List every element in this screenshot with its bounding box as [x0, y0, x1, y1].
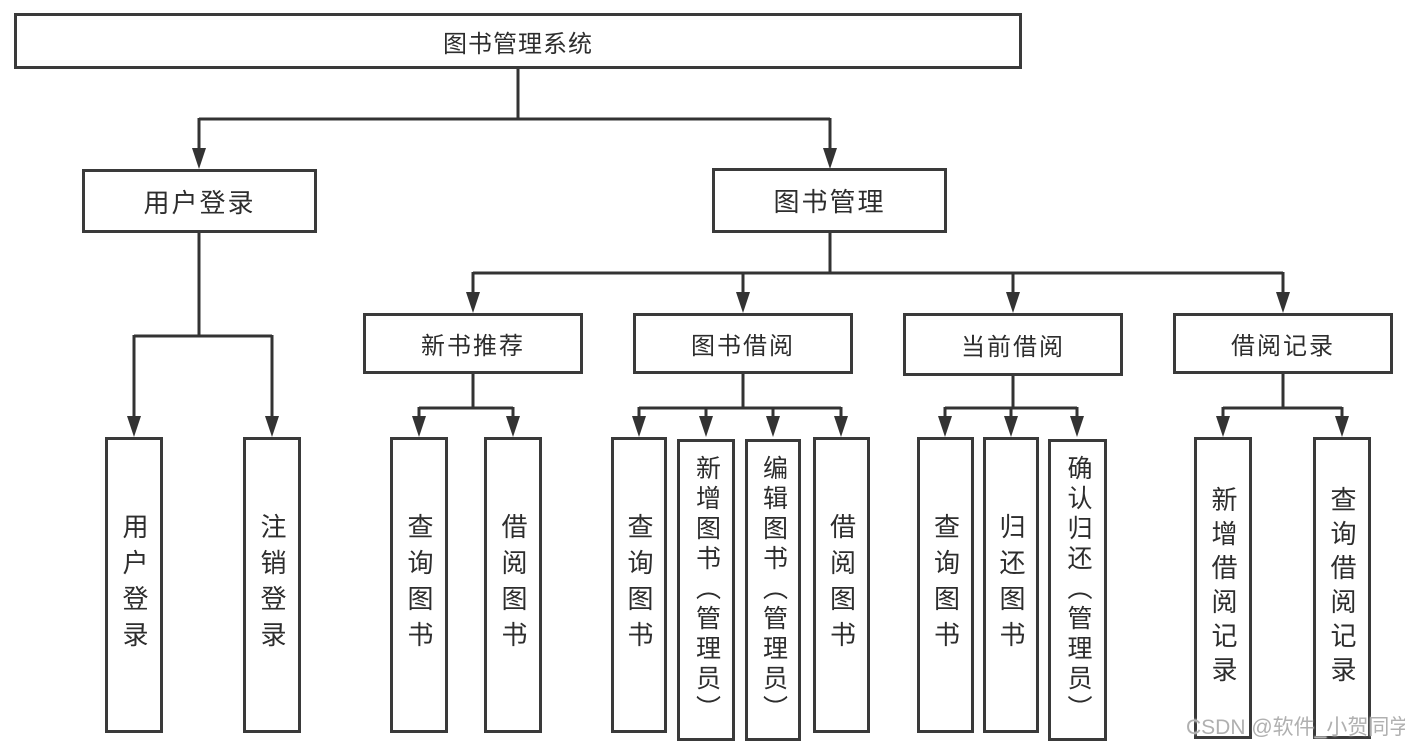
node-label: 查询图书 — [930, 513, 961, 657]
leaf-borrow-books-recommend: 借阅图书 — [484, 437, 542, 733]
node-user-login: 用户登录 — [82, 169, 317, 233]
leaf-user-login: 用户登录 — [105, 437, 163, 733]
leaf-query-books-recommend: 查询图书 — [390, 437, 448, 733]
node-label: 新增图书（管理员） — [692, 455, 721, 725]
node-label: 编辑图书（管理员） — [759, 455, 788, 725]
node-label: 查询图书 — [404, 513, 434, 657]
node-label: 新增借阅记录 — [1208, 486, 1238, 690]
leaf-query-borrow-record: 查询借阅记录 — [1313, 437, 1371, 739]
leaf-add-books-admin: 新增图书（管理员） — [677, 439, 735, 741]
node-label: 图书管理 — [773, 187, 886, 217]
node-label: 借阅图书 — [498, 513, 528, 657]
leaf-edit-books-admin: 编辑图书（管理员） — [745, 439, 801, 741]
leaf-add-borrow-record: 新增借阅记录 — [1194, 437, 1252, 739]
node-book-management: 图书管理 — [712, 168, 947, 233]
leaf-logout: 注销登录 — [243, 437, 301, 733]
node-label: 借阅记录 — [1231, 333, 1335, 360]
node-label: 当前借阅 — [961, 334, 1065, 361]
leaf-confirm-return-admin: 确认归还（管理员） — [1048, 439, 1107, 741]
node-label: 查询借阅记录 — [1327, 486, 1357, 690]
node-label: 用户登录 — [143, 187, 256, 218]
node-label: 注销登录 — [257, 513, 287, 657]
node-label: 图书借阅 — [691, 333, 795, 360]
node-label: 用户登录 — [119, 513, 149, 657]
leaf-borrow-books-borrowing: 借阅图书 — [813, 437, 870, 733]
node-borrowing-records: 借阅记录 — [1173, 313, 1393, 374]
node-current-borrowing: 当前借阅 — [903, 313, 1123, 376]
node-label: 图书管理系统 — [443, 30, 593, 58]
csdn-watermark: CSDN @软件_小贺同学 — [1186, 716, 1405, 739]
node-label: 新书推荐 — [421, 333, 525, 360]
leaf-return-books: 归还图书 — [983, 437, 1039, 733]
node-label: 借阅图书 — [826, 513, 857, 657]
node-new-book-recommend: 新书推荐 — [363, 313, 583, 374]
node-library-management-system: 图书管理系统 — [14, 13, 1022, 69]
node-label: 确认归还（管理员） — [1064, 455, 1092, 725]
node-label: 归还图书 — [996, 513, 1026, 657]
node-label: 查询图书 — [624, 513, 654, 657]
leaf-query-books-borrowing: 查询图书 — [611, 437, 667, 733]
node-book-borrowing: 图书借阅 — [633, 313, 853, 374]
leaf-query-books-current: 查询图书 — [917, 437, 974, 733]
